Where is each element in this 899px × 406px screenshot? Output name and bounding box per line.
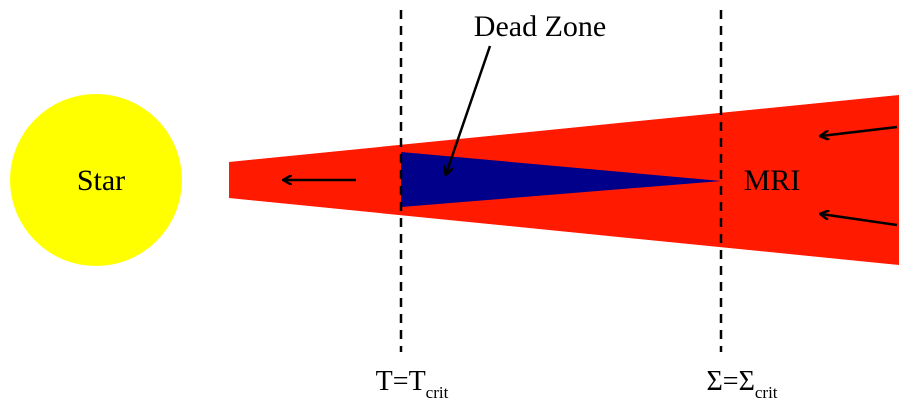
- temperature-boundary-label: T=Tcrit: [376, 366, 449, 402]
- dead-zone-pointer-arrow: [446, 45, 492, 174]
- inflow-arrow-upper: [821, 125, 898, 136]
- star-circle: [10, 94, 182, 266]
- inflow-arrow-lower: [821, 214, 898, 227]
- dead-zone-label: Dead Zone: [474, 10, 606, 43]
- surface-density-boundary-label: Σ=Σcrit: [706, 366, 777, 402]
- dead-zone-region: [401, 152, 721, 207]
- star-label: Star: [77, 164, 125, 197]
- mri-label: MRI: [744, 164, 801, 197]
